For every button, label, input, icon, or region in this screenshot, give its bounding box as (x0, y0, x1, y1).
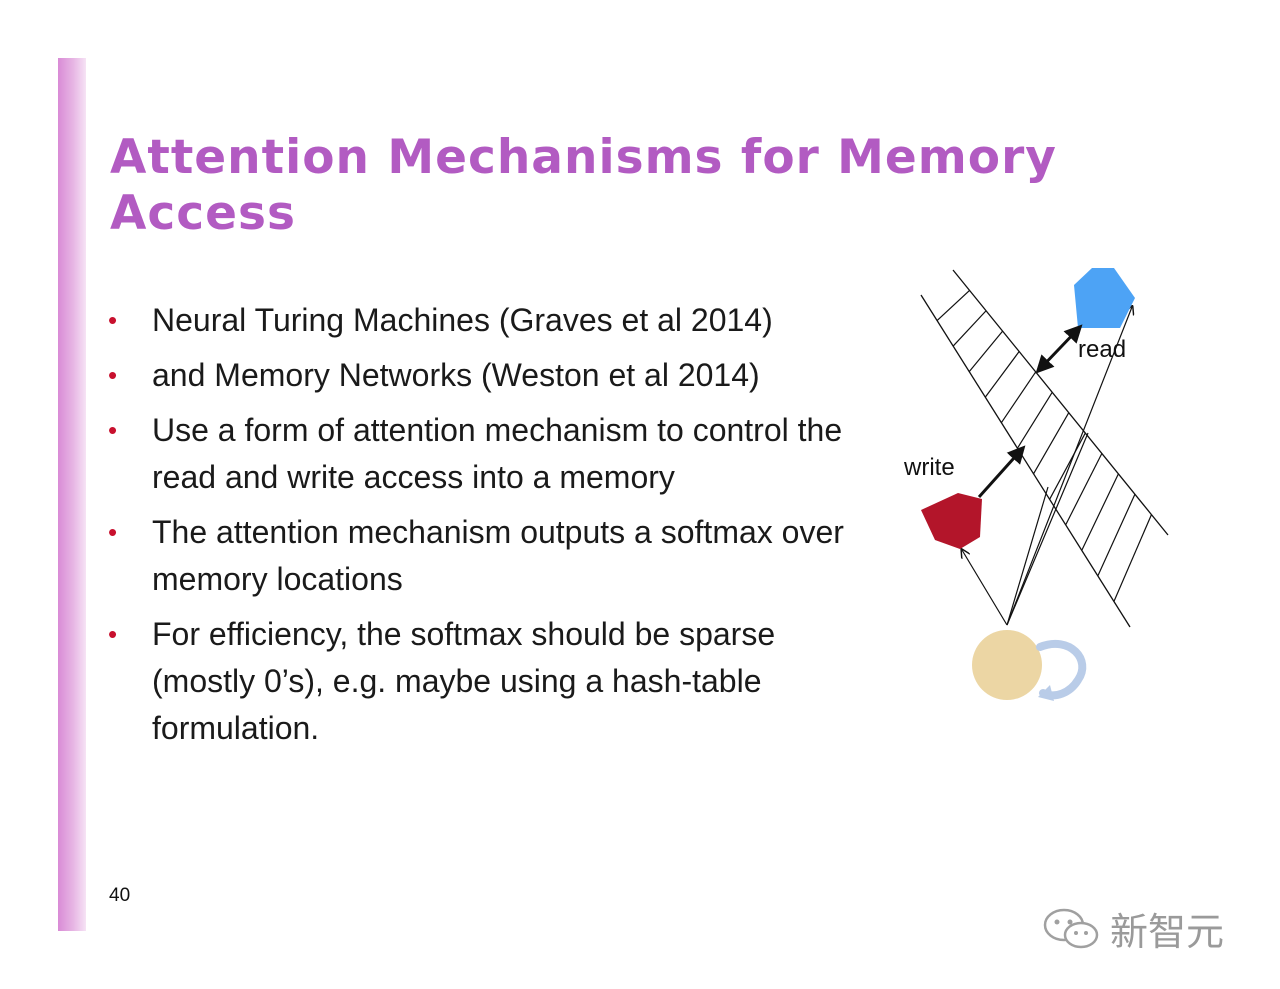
bullet-text: The attention mechanism outputs a softma… (152, 514, 844, 597)
controller-circle (972, 630, 1042, 700)
read-label: read (1078, 336, 1126, 363)
controller-ray-1 (1006, 486, 1049, 626)
bullet-text: Neural Turing Machines (Graves et al 201… (152, 302, 773, 338)
read-arrow (1035, 324, 1083, 374)
memory-cell-divider (1065, 453, 1103, 526)
bullet-icon: • (108, 415, 118, 445)
slide-title: Attention Mechanisms for Memory Access (110, 130, 1057, 241)
write-arrow (977, 445, 1026, 499)
memory-cell-divider (968, 330, 1004, 372)
memory-cell-divider (1113, 514, 1153, 602)
recurrent-arrowhead-icon (1038, 685, 1054, 701)
memory-cell-divider (1049, 432, 1086, 500)
slide-number: 40 (109, 885, 131, 906)
read-weight-ray (1006, 307, 1132, 626)
bullet-icon: • (108, 360, 118, 390)
memory-cell-divider (1033, 412, 1070, 475)
memory-cell-divider (1097, 493, 1136, 577)
controller-ray-2 (1006, 432, 1089, 626)
bullet-icon: • (108, 305, 118, 335)
slide-accent-bar (58, 58, 86, 931)
memory-tape (920, 269, 1169, 628)
memory-cell-divider (1081, 473, 1119, 551)
write-head-icon (921, 493, 982, 549)
bullet-item: • The attention mechanism outputs a soft… (108, 509, 868, 603)
bullet-list: • Neural Turing Machines (Graves et al 2… (108, 297, 868, 760)
bullet-text: Use a form of attention mechanism to con… (152, 412, 843, 495)
bullet-item: • Neural Turing Machines (Graves et al 2… (108, 297, 868, 344)
bullet-icon: • (108, 517, 118, 547)
bullet-text: and Memory Networks (Weston et al 2014) (152, 357, 760, 393)
memory-cell-divider (952, 310, 987, 347)
bullet-text: For efficiency, the softmax should be sp… (152, 616, 776, 746)
bullet-icon: • (108, 619, 118, 649)
write-weight-ray (962, 550, 1008, 626)
memory-cell-divider (984, 351, 1020, 398)
read-head-icon (1074, 268, 1135, 328)
write-label: write (903, 454, 955, 481)
bullet-item: • and Memory Networks (Weston et al 2014… (108, 352, 868, 399)
memory-cell-divider (1016, 391, 1053, 449)
bullet-item: • For efficiency, the softmax should be … (108, 611, 868, 752)
recurrent-loop-arrow (1036, 639, 1087, 700)
wechat-logo-icon (1043, 908, 1099, 949)
watermark: 新智元 (1040, 900, 1224, 956)
memory-access-diagram: read write (903, 268, 1169, 701)
watermark-text: 新智元 (1110, 909, 1225, 954)
memory-cell-divider (936, 289, 970, 321)
memory-cell-divider (1000, 371, 1037, 424)
bullet-item: • Use a form of attention mechanism to c… (108, 407, 868, 501)
